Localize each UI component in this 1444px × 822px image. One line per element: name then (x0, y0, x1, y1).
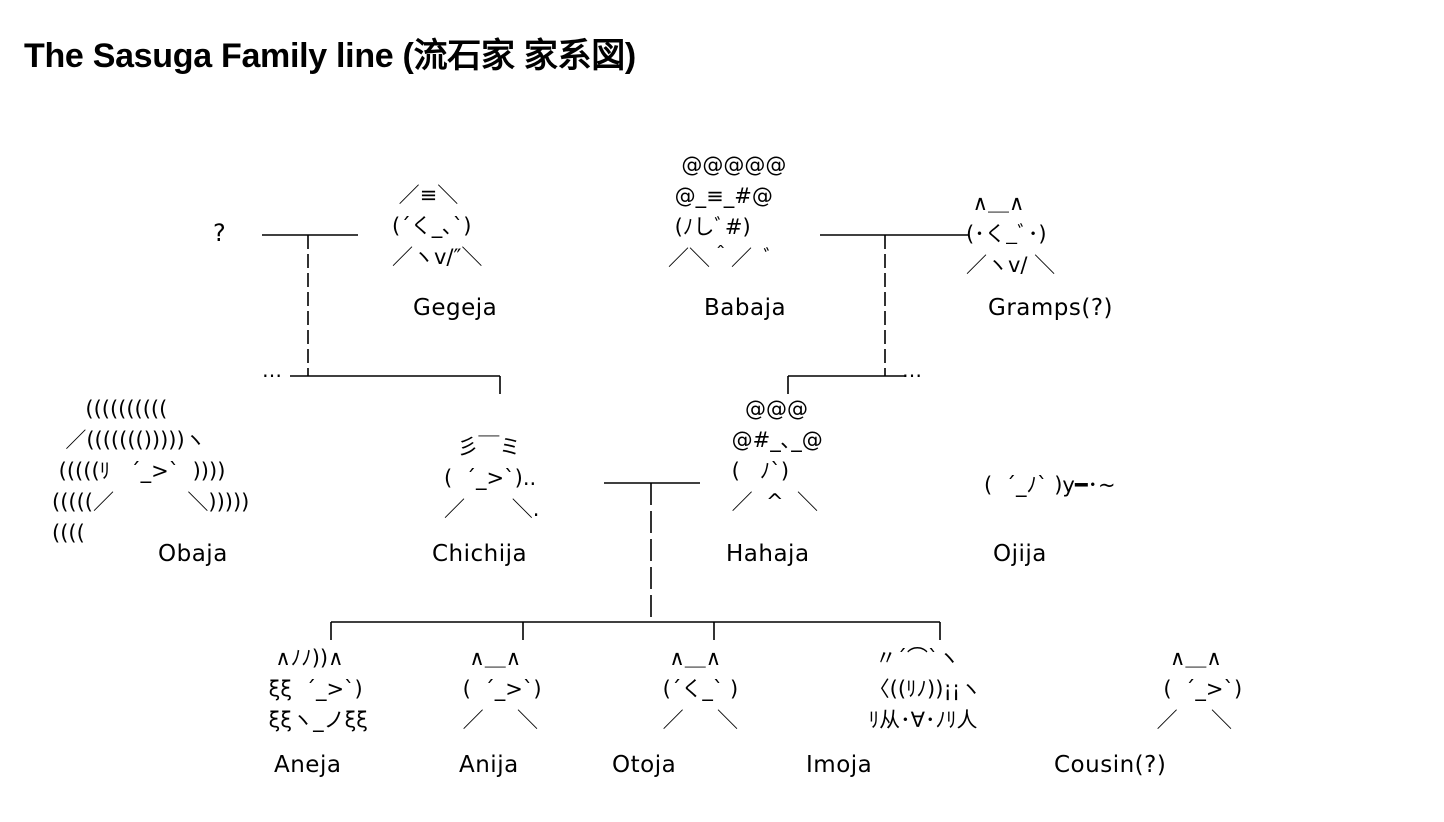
anija-ascii-art: ∧＿∧ ( ´_>`) ／ ＼ (462, 646, 542, 732)
ojija-label: Ojija (993, 541, 1047, 567)
chichija-label: Chichija (432, 541, 528, 567)
chichija-ascii-art: 彡￣ミ ( ´_>`).. ／ ＼. (444, 435, 540, 521)
hahaja-ascii-art: @@@ @#_､_@ ( ﾉ`) ／ ^ ＼ (731, 397, 823, 514)
otoja-label: Otoja (612, 752, 677, 778)
imoja-ascii-art: 〃´⌒`ヽ 〈((ﾘﾉ))¡¡ヽ ﾘ从･∀･ﾉﾘ人 (868, 646, 982, 732)
gegeja-ascii-art: ／≡＼ (´く_､`) ／ヽv/″＼ (392, 183, 483, 269)
gramps-label: Gramps(?) (988, 295, 1114, 321)
gegeja-label: Gegeja (413, 295, 498, 321)
otoja-ascii-art: ∧＿∧ (´く_` ) ／ ＼ (662, 646, 739, 732)
babaja-label: Babaja (704, 295, 787, 321)
gramps-ascii-art: ∧＿∧ (･く_ﾞ･) ／ヽv/ ＼ (966, 191, 1056, 277)
ojija-ascii-art: ( ´_ﾉ` )y━･~ (984, 473, 1116, 497)
cousin-label: Cousin(?) (1054, 752, 1167, 778)
obaja-label: Obaja (158, 541, 228, 567)
imoja-label: Imoja (806, 752, 873, 778)
unknown-parent-marker: ? (213, 219, 226, 247)
aneja-label: Aneja (274, 752, 342, 778)
cousin-ascii-art: ∧＿∧ ( ´_>`) ／ ＼ (1156, 646, 1243, 732)
anija-label: Anija (459, 752, 519, 778)
ellipsis-left: … (262, 358, 282, 382)
hahaja-label: Hahaja (726, 541, 810, 567)
aneja-ascii-art: ∧ﾉﾉ))∧ ξξ ´_>`) ξξヽ_ノξξ (268, 646, 369, 732)
babaja-ascii-art: @@@@@ @_≡_#@ (ﾉしﾞ#) ／＼＾／ ﾞ (668, 153, 787, 270)
page-title: The Sasuga Family line (流石家 家系図) (24, 37, 636, 75)
ellipsis-right: … (902, 358, 922, 382)
obaja-ascii-art: (((((((((( ／((((((()))))ヽ (((((ﾘ ´_>` ))… (52, 397, 250, 545)
